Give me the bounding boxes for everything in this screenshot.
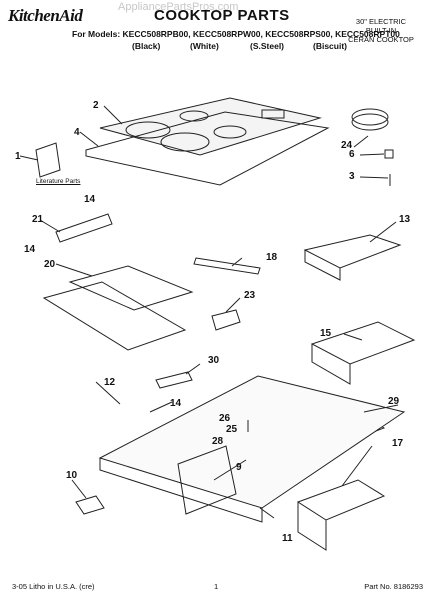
- description-line: BUILT-IN: [365, 26, 397, 35]
- callout-label: 28: [212, 436, 224, 447]
- callout-label: 12: [104, 377, 116, 388]
- callout-label: 3: [349, 171, 355, 182]
- literature-booklet: [35, 142, 61, 178]
- callout-label: 2: [93, 100, 99, 111]
- finish-biscuit: (Biscuit): [313, 41, 347, 51]
- burner-ring: [160, 132, 210, 152]
- page-title: COOKTOP PARTS: [154, 7, 290, 24]
- junction-box-side: [297, 502, 327, 551]
- control-module: [303, 234, 402, 269]
- callout-label: 6: [349, 149, 355, 160]
- description-line: 30" ELECTRIC: [355, 17, 407, 26]
- callout-label: 29: [388, 396, 400, 407]
- burner-ring: [213, 125, 247, 139]
- cooktop-base: [98, 375, 406, 509]
- models-line: For Models: KECC508RPB00, KECC508RPW00, …: [72, 29, 400, 39]
- callout-label: 24: [341, 140, 353, 151]
- callout-label: 21: [32, 214, 44, 225]
- burner-ring: [179, 110, 209, 122]
- callout-label: 17: [392, 438, 404, 449]
- label-plate: [75, 495, 105, 515]
- callout-label: 10: [66, 470, 78, 481]
- literature-label: Literature Parts: [36, 178, 81, 185]
- control-pad: [261, 109, 285, 119]
- finish-steel: (S.Steel): [250, 41, 285, 51]
- finish-black: (Black): [132, 41, 161, 51]
- footer-page-number: 1: [214, 582, 219, 591]
- callout-label: 26: [219, 413, 231, 424]
- finish-white: (White): [190, 41, 219, 51]
- circuit-board-side: [311, 344, 351, 385]
- ribbon-cable: [193, 257, 261, 275]
- callout-label: 23: [244, 290, 256, 301]
- callout-label: 1: [15, 151, 21, 162]
- callout-label: 18: [266, 252, 278, 263]
- channel-upper: [68, 265, 194, 311]
- description-line: CERAN COOKTOP: [348, 35, 414, 44]
- clip-part: [384, 149, 394, 159]
- junction-box: [296, 479, 386, 521]
- channel-lower: [42, 281, 187, 351]
- cooktop-glass: [99, 97, 322, 156]
- terminal-block: [155, 371, 193, 389]
- control-module-side: [304, 250, 341, 281]
- callout-label: 14: [84, 194, 96, 205]
- callout-label: 9: [236, 462, 242, 473]
- callout-label: 20: [44, 259, 56, 270]
- brand-logo: KitchenAid: [8, 6, 83, 25]
- callout-label: 14: [170, 398, 182, 409]
- footer-litho: 3-05 Litho in U.S.A. (cre): [12, 582, 95, 591]
- callout-label: 14: [24, 244, 36, 255]
- clip-23: [211, 309, 241, 331]
- watermark-text: AppliancePartsPros.com: [118, 1, 239, 13]
- burner-ring: [125, 121, 171, 139]
- bracket-left: [55, 213, 113, 243]
- footer-part-number: Part No. 8186293: [364, 582, 423, 591]
- radiant-element-top: [351, 108, 389, 126]
- cooktop-base-front: [99, 458, 263, 523]
- callout-label: 11: [282, 533, 293, 544]
- callout-label: 30: [208, 355, 220, 366]
- circuit-board: [310, 321, 416, 365]
- product-description: 30" ELECTRIC BUILT-IN CERAN COOKTOP: [341, 17, 421, 44]
- callout-label: 25: [226, 424, 238, 435]
- cooktop-frame: [85, 111, 330, 186]
- callout-label: 13: [399, 214, 411, 225]
- baffle: [177, 445, 237, 515]
- callout-label: 4: [74, 127, 80, 138]
- callout-label: 15: [320, 328, 332, 339]
- radiant-element: [351, 113, 389, 131]
